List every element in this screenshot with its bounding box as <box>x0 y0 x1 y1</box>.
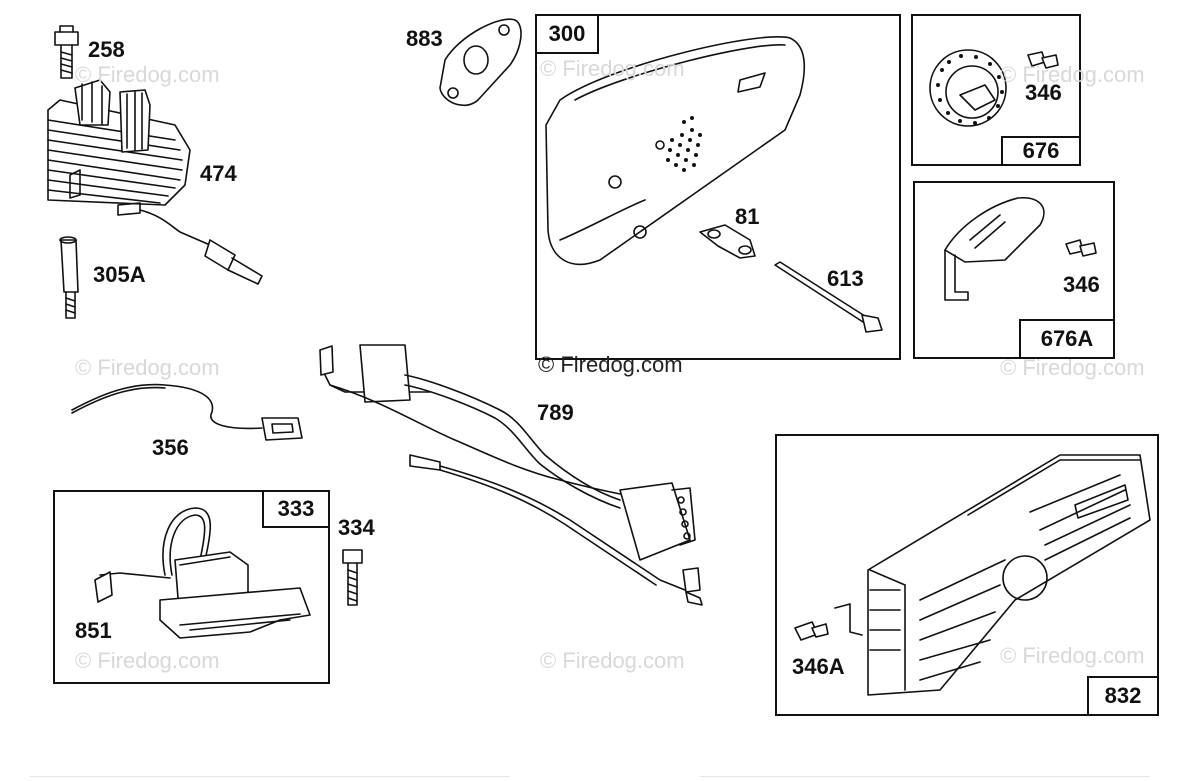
watermark: © Firedog.com <box>75 355 220 380</box>
callout-334: 334 <box>338 515 375 540</box>
callout-346A: 346A <box>792 654 845 679</box>
kit-tag-832: 832 <box>1087 676 1159 716</box>
muffler-guard-832-icon <box>794 454 1151 696</box>
muffler-vent-holes-icon <box>666 116 702 172</box>
callout-356: 356 <box>152 435 189 460</box>
bolt-334-icon <box>342 549 363 606</box>
kit-tag-676: 676 <box>1001 136 1081 166</box>
screw-613-icon <box>774 261 883 333</box>
wiring-harness-789-icon <box>319 344 703 606</box>
callout-81: 81 <box>735 204 760 229</box>
muffler-300-icon <box>545 36 806 265</box>
watermark: © Firedog.com <box>75 62 220 87</box>
kit-tag-300: 300 <box>535 14 599 54</box>
ground-wire-356-icon <box>71 383 303 441</box>
washer-81-icon <box>699 224 756 259</box>
watermark: © Firedog.com <box>75 648 220 673</box>
gasket-883-icon <box>439 18 522 106</box>
bottom-divider <box>30 776 510 777</box>
ignition-armature-474-icon <box>47 79 263 285</box>
kit-box-300 <box>535 14 901 360</box>
watermark: © Firedog.com <box>540 648 685 673</box>
callout-613: 613 <box>827 266 864 291</box>
deflector-676A-icon <box>944 197 1097 301</box>
callout-258: 258 <box>88 37 125 62</box>
kit-box-832 <box>775 434 1159 716</box>
kit-tag-333: 333 <box>262 490 330 528</box>
bottom-divider <box>700 776 1150 777</box>
callout-474: 474 <box>200 161 237 186</box>
kit-tag-676A: 676A <box>1019 319 1115 359</box>
callout-346-cap: 346 <box>1025 80 1062 105</box>
watermark: © Firedog.com <box>1000 643 1145 668</box>
watermark: © Firedog.com <box>540 56 685 81</box>
spacer-305A-icon <box>59 236 79 319</box>
watermark: © Firedog.com <box>1000 355 1145 380</box>
kit-box-676A <box>913 181 1115 359</box>
kit-box-676 <box>911 14 1081 166</box>
callout-346-deflector: 346 <box>1063 272 1100 297</box>
bolt-258-icon <box>54 25 79 79</box>
watermark: © Firedog.com <box>1000 62 1145 87</box>
watermark: © Firedog.com <box>538 352 683 377</box>
kit-box-333 <box>53 490 330 684</box>
callout-851: 851 <box>75 618 112 643</box>
muffler-cap-676-icon <box>929 49 1059 127</box>
callout-305A: 305A <box>93 262 146 287</box>
callout-883: 883 <box>406 26 443 51</box>
ignition-coil-333-icon <box>94 507 311 639</box>
callout-789: 789 <box>537 400 574 425</box>
